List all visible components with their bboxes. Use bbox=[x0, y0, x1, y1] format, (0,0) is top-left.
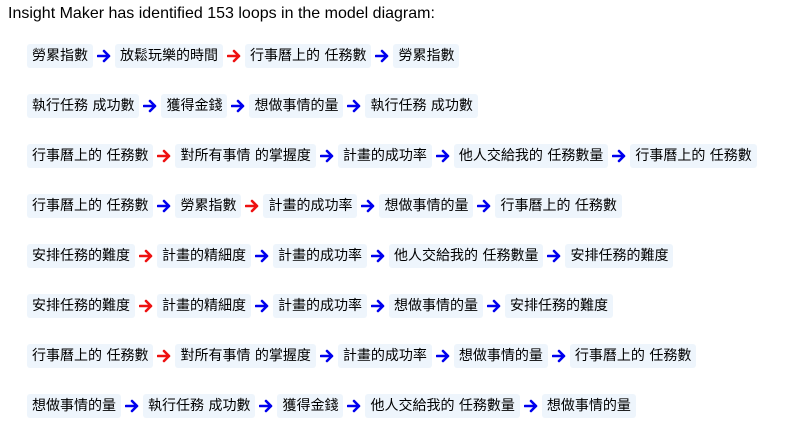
loop-row: 想做事情的量執行任務 成功數獲得金錢他人交給我的 任務數量想做事情的量 bbox=[27, 392, 797, 420]
loop-node: 安排任務的難度 bbox=[27, 244, 135, 268]
loop-node: 想做事情的量 bbox=[249, 94, 344, 118]
positive-link-arrow-icon bbox=[156, 199, 172, 213]
positive-link-arrow-icon bbox=[254, 249, 270, 263]
positive-link-arrow-icon bbox=[523, 399, 539, 413]
loop-node: 放鬆玩樂的時間 bbox=[115, 44, 223, 68]
loop-node: 安排任務的難度 bbox=[505, 294, 613, 318]
loop-node: 行事曆上的 任務數 bbox=[27, 144, 154, 168]
loop-node: 獲得金錢 bbox=[277, 394, 344, 418]
positive-link-arrow-icon bbox=[230, 99, 246, 113]
positive-link-arrow-icon bbox=[551, 349, 567, 363]
loop-node: 計畫的精細度 bbox=[157, 244, 251, 268]
loop-row: 行事曆上的 任務數對所有事情 的掌握度計畫的成功率他人交給我的 任務數量行事曆上… bbox=[27, 142, 797, 170]
positive-link-arrow-icon bbox=[486, 299, 502, 313]
positive-link-arrow-icon bbox=[374, 49, 390, 63]
positive-link-arrow-icon bbox=[370, 299, 386, 313]
loop-node: 想做事情的量 bbox=[27, 394, 121, 418]
loop-node: 行事曆上的 任務數 bbox=[27, 194, 154, 218]
loop-node: 行事曆上的 任務數 bbox=[245, 44, 372, 68]
positive-link-arrow-icon bbox=[258, 399, 274, 413]
loop-node: 計畫的精細度 bbox=[157, 294, 251, 318]
loop-row: 行事曆上的 任務數勞累指數計畫的成功率想做事情的量行事曆上的 任務數 bbox=[27, 192, 797, 220]
positive-link-arrow-icon bbox=[319, 149, 335, 163]
positive-link-arrow-icon bbox=[346, 399, 362, 413]
loop-node: 他人交給我的 任務數量 bbox=[453, 144, 609, 168]
loop-node: 勞累指數 bbox=[27, 44, 93, 68]
loops-list: 勞累指數放鬆玩樂的時間行事曆上的 任務數勞累指數執行任務 成功數獲得金錢想做事情… bbox=[27, 42, 797, 442]
loop-node: 計畫的成功率 bbox=[263, 194, 358, 218]
positive-link-arrow-icon bbox=[435, 149, 451, 163]
loop-node: 安排任務的難度 bbox=[565, 244, 674, 268]
loop-node: 執行任務 成功數 bbox=[27, 94, 140, 118]
positive-link-arrow-icon bbox=[346, 99, 362, 113]
loop-node: 對所有事情 的掌握度 bbox=[175, 344, 316, 368]
positive-link-arrow-icon bbox=[124, 399, 140, 413]
loop-node: 對所有事情 的掌握度 bbox=[175, 144, 316, 168]
loop-node: 他人交給我的 任務數量 bbox=[389, 244, 544, 268]
positive-link-arrow-icon bbox=[360, 199, 376, 213]
positive-link-arrow-icon bbox=[546, 249, 562, 263]
loop-row: 勞累指數放鬆玩樂的時間行事曆上的 任務數勞累指數 bbox=[27, 42, 797, 70]
loop-node: 想做事情的量 bbox=[389, 294, 483, 318]
loop-row: 行事曆上的 任務數對所有事情 的掌握度計畫的成功率想做事情的量行事曆上的 任務數 bbox=[27, 342, 797, 370]
negative-link-arrow-icon bbox=[138, 299, 154, 313]
loop-node: 執行任務 成功數 bbox=[143, 394, 256, 418]
positive-link-arrow-icon bbox=[142, 99, 158, 113]
loop-node: 行事曆上的 任務數 bbox=[569, 344, 697, 368]
positive-link-arrow-icon bbox=[611, 149, 627, 163]
positive-link-arrow-icon bbox=[319, 349, 335, 363]
loop-node: 行事曆上的 任務數 bbox=[630, 144, 757, 168]
loop-node: 計畫的成功率 bbox=[337, 344, 432, 368]
positive-link-arrow-icon bbox=[370, 249, 386, 263]
positive-link-arrow-icon bbox=[96, 49, 112, 63]
positive-link-arrow-icon bbox=[476, 199, 492, 213]
loop-node: 他人交給我的 任務數量 bbox=[365, 394, 520, 418]
loop-node: 想做事情的量 bbox=[541, 394, 636, 418]
loop-node: 執行任務 成功數 bbox=[365, 94, 478, 118]
loop-node: 勞累指數 bbox=[175, 194, 242, 218]
negative-link-arrow-icon bbox=[156, 349, 172, 363]
loop-row: 安排任務的難度計畫的精細度計畫的成功率他人交給我的 任務數量安排任務的難度 bbox=[27, 242, 797, 270]
loop-row: 執行任務 成功數獲得金錢想做事情的量執行任務 成功數 bbox=[27, 92, 797, 120]
loop-row: 安排任務的難度計畫的精細度計畫的成功率想做事情的量安排任務的難度 bbox=[27, 292, 797, 320]
positive-link-arrow-icon bbox=[435, 349, 451, 363]
loops-page: Insight Maker has identified 153 loops i… bbox=[8, 5, 757, 418]
negative-link-arrow-icon bbox=[138, 249, 154, 263]
loop-node: 想做事情的量 bbox=[453, 344, 548, 368]
loops-summary-text: Insight Maker has identified 153 loops i… bbox=[8, 5, 435, 22]
loop-node: 獲得金錢 bbox=[161, 94, 228, 118]
negative-link-arrow-icon bbox=[226, 49, 242, 63]
loop-node: 計畫的成功率 bbox=[273, 244, 367, 268]
negative-link-arrow-icon bbox=[244, 199, 260, 213]
loop-node: 行事曆上的 任務數 bbox=[495, 194, 622, 218]
loop-node: 計畫的成功率 bbox=[337, 144, 432, 168]
negative-link-arrow-icon bbox=[156, 149, 172, 163]
loop-node: 計畫的成功率 bbox=[273, 294, 367, 318]
loop-node: 想做事情的量 bbox=[379, 194, 474, 218]
loop-node: 勞累指數 bbox=[393, 44, 460, 68]
positive-link-arrow-icon bbox=[254, 299, 270, 313]
loop-node: 行事曆上的 任務數 bbox=[27, 344, 154, 368]
loop-node: 安排任務的難度 bbox=[27, 294, 135, 318]
